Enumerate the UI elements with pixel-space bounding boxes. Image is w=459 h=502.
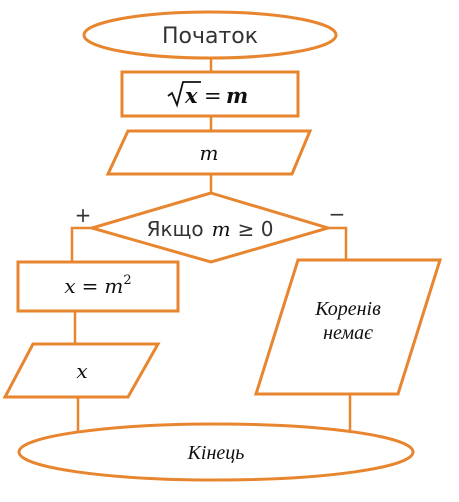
- output-m-parallelogram: [105, 129, 313, 176]
- process-square-base: m: [104, 274, 123, 298]
- process-square-var: x: [64, 274, 75, 298]
- process-sqrt-var: x: [184, 83, 198, 108]
- output-m: m: [105, 129, 313, 176]
- end-ellipse: [17, 422, 415, 482]
- process-square: x =m2: [16, 260, 180, 313]
- decision-diamond: [86, 191, 334, 264]
- start-ellipse: [82, 10, 338, 60]
- output-no-roots-line2: немає: [323, 322, 373, 344]
- output-m-label: m: [200, 141, 219, 165]
- process-sqrt-box: [120, 70, 300, 118]
- process-square-op: =: [82, 274, 99, 298]
- connectors: [70, 58, 352, 434]
- sqrt-radical-icon: [167, 81, 201, 108]
- connector-decision-no: [328, 226, 348, 260]
- branch-no-sign: −: [329, 202, 346, 226]
- output-x-label: x: [76, 359, 87, 383]
- process-sqrt-op: =: [204, 84, 222, 108]
- decision-op: ≥ 0: [238, 217, 274, 241]
- process-square-formula: x =m2: [64, 273, 131, 298]
- start-label: Початок: [162, 24, 258, 49]
- branch-yes-sign: +: [75, 203, 92, 227]
- process-sqrt: x = m: [120, 70, 300, 118]
- connector-decision-yes: [70, 226, 92, 262]
- output-no-roots-line1: Коренів: [314, 298, 381, 320]
- process-sqrt-result: m: [226, 83, 248, 108]
- output-no-roots-parallelogram: [253, 258, 443, 396]
- end-label: Кінець: [187, 442, 245, 464]
- end-terminal: Кінець: [17, 422, 415, 482]
- process-square-box: [16, 260, 180, 313]
- process-square-exponent: 2: [123, 273, 131, 288]
- decision-prefix: Якщо: [147, 217, 204, 241]
- output-x-parallelogram: [2, 342, 161, 399]
- start-terminal: Початок: [82, 10, 338, 60]
- output-x: x: [2, 342, 161, 399]
- decision-var: m: [212, 217, 231, 241]
- output-no-roots: Коренів немає: [253, 258, 443, 396]
